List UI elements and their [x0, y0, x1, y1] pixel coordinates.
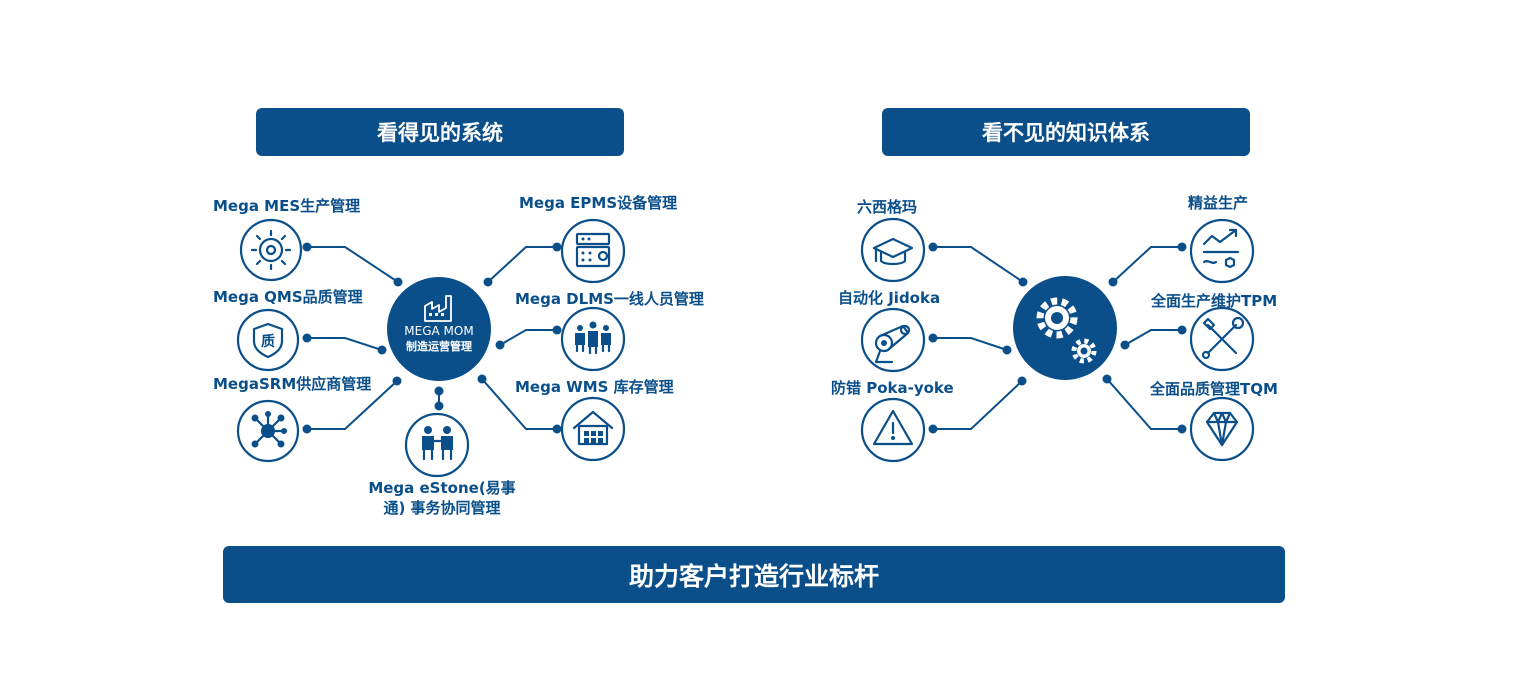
svg-text:质: 质	[261, 333, 275, 350]
label-estone: Mega eStone(易事通) 事务协同管理	[368, 479, 516, 517]
robot-arm-icon	[874, 324, 911, 364]
node-qms: 质	[236, 308, 300, 372]
label-six-sigma: 六西格玛	[857, 198, 918, 216]
diamond-icon	[1205, 411, 1239, 447]
collaboration-people-icon	[422, 426, 453, 461]
warning-triangle-icon	[872, 409, 914, 446]
network-hub-icon	[251, 411, 287, 448]
node-mes	[239, 218, 303, 282]
node-tqm	[1189, 396, 1255, 462]
node-tpm	[1189, 306, 1255, 372]
warehouse-icon	[572, 410, 614, 446]
label-qms: Mega QMS品质管理	[213, 288, 363, 306]
knowledge-hub	[1013, 276, 1117, 380]
label-tqm: 全面品质管理TQM	[1150, 380, 1278, 398]
label-poka-yoke: 防错 Poka-yoke	[831, 379, 954, 397]
hub-title: MEGA MOM	[404, 324, 474, 338]
label-lean: 精益生产	[1188, 194, 1249, 212]
graduation-cap-icon	[872, 237, 914, 266]
gears-icon	[1036, 297, 1097, 364]
node-wms	[560, 396, 626, 462]
footer-slogan: 助力客户打造行业标杆	[223, 546, 1285, 603]
left-connectors	[302, 242, 562, 434]
hub-subtitle: 制造运营管理	[406, 340, 472, 353]
mega-mom-hub	[387, 277, 491, 381]
label-mes: Mega MES生产管理	[213, 197, 361, 215]
label-tpm: 全面生产维护TPM	[1151, 292, 1278, 310]
visible-systems-title: 看得见的系统	[256, 108, 624, 156]
node-estone	[404, 412, 470, 478]
label-dlms: Mega DLMS一线人员管理	[515, 290, 704, 308]
factory-icon	[424, 295, 452, 322]
node-srm	[236, 399, 300, 463]
node-epms	[560, 218, 626, 284]
workforce-people-icon	[575, 321, 611, 355]
node-jidoka	[860, 307, 926, 373]
label-wms: Mega WMS 库存管理	[515, 378, 674, 396]
node-dlms	[560, 306, 626, 372]
right-connectors	[928, 242, 1187, 434]
lean-chart-icon	[1202, 228, 1240, 269]
label-epms: Mega EPMS设备管理	[519, 194, 678, 212]
label-jidoka: 自动化 Jidoka	[838, 289, 941, 307]
label-srm: MegaSRM供应商管理	[213, 375, 372, 393]
mega-mom-hub-text: MEGA MOM 制造运营管理	[387, 324, 491, 354]
node-lean	[1189, 218, 1255, 284]
gear-cycle-icon	[250, 229, 292, 271]
tools-icon	[1201, 316, 1245, 360]
invisible-knowledge-title: 看不见的知识体系	[882, 108, 1250, 156]
node-six-sigma	[860, 217, 926, 283]
node-poka-yoke	[860, 397, 926, 463]
equipment-machine-icon	[575, 232, 611, 268]
quality-shield-icon: 质	[252, 322, 284, 359]
